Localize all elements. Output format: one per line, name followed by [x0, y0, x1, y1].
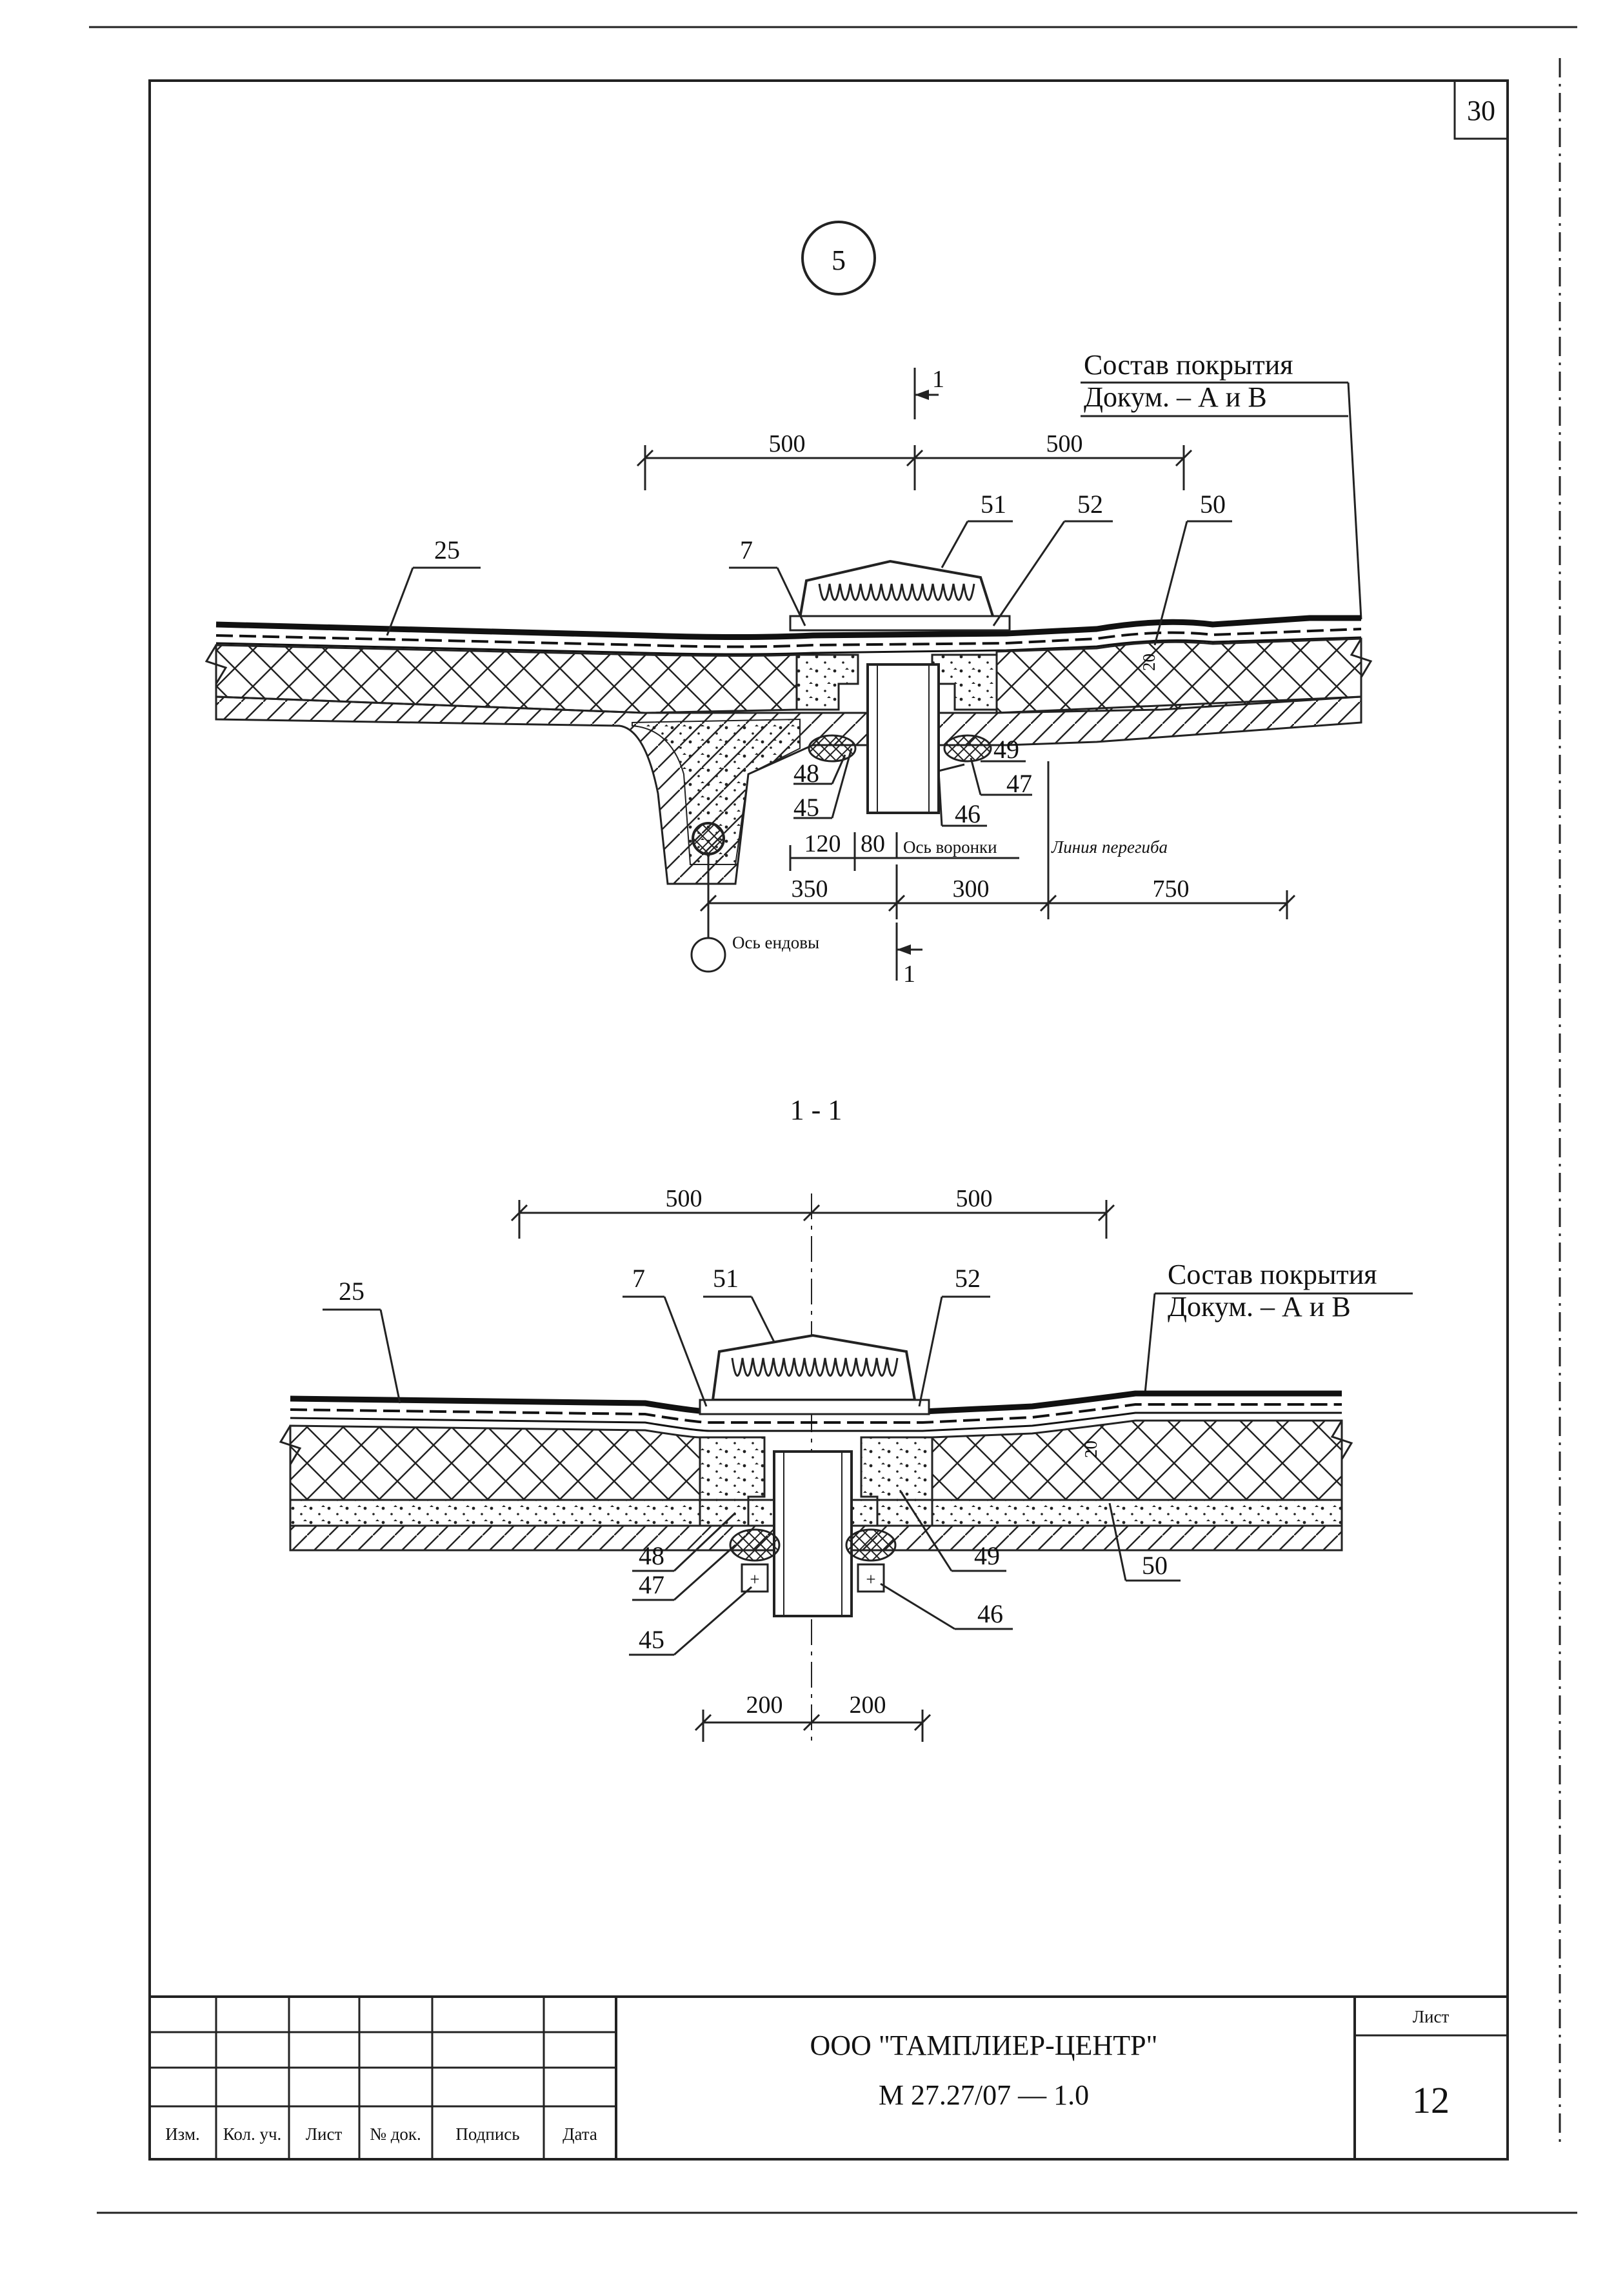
corner-number-box — [1453, 79, 1509, 140]
sheet-label: Лист — [1413, 2007, 1450, 2026]
funnel-pipe — [866, 663, 940, 814]
dim-300: 300 — [953, 875, 990, 903]
section-title: 1 - 1 — [790, 1094, 842, 1126]
sheet-number: 12 — [1412, 2079, 1450, 2121]
valley-axis-marker — [690, 937, 726, 973]
col-podpis: Подпись — [455, 2124, 519, 2144]
callout-49-top: 49 — [993, 735, 1019, 764]
callout-7-sec: 7 — [632, 1264, 645, 1293]
callout-46-top: 46 — [955, 799, 981, 828]
callout-50-top: 50 — [1200, 490, 1226, 519]
membrane-layer-top — [215, 615, 1361, 640]
col-kol-uch: Кол. уч. — [223, 2124, 282, 2144]
callout-47-top: 47 — [1006, 769, 1032, 798]
callout-45-top: 45 — [793, 793, 819, 822]
callout-47-sec: 47 — [639, 1570, 664, 1599]
callout-52-top: 52 — [1077, 490, 1103, 519]
callout-51-sec: 51 — [713, 1264, 739, 1293]
dim-500-left-sec: 500 — [666, 1185, 703, 1212]
composition-label-sec-1: Состав покрытия — [1168, 1259, 1377, 1290]
section-1-1-drawing: 500 500 Состав покрытия Докум. – А и В — [279, 1185, 1413, 1742]
dim-500-right-top: 500 — [1046, 430, 1083, 457]
composition-label-sec-2: Докум. – А и В — [1168, 1291, 1351, 1323]
corner-number: 30 — [1467, 95, 1495, 126]
dim-20-top: 20 — [1139, 654, 1159, 671]
callout-46-sec: 46 — [977, 1599, 1003, 1628]
insulation-right-sec — [931, 1419, 1343, 1501]
composition-label-top-2: Докум. – А и В — [1084, 381, 1267, 413]
detail-marker-circle — [801, 221, 876, 295]
callout-52-sec: 52 — [955, 1264, 981, 1293]
section-mark-bottom: 1 — [903, 961, 915, 988]
detail-5-drawing: Состав покрытия Докум. – А и В 1 500 500 — [204, 349, 1373, 988]
bend-line-label: Линия перегиба — [1051, 837, 1168, 857]
col-no-dok: № док. — [370, 2124, 421, 2144]
dim-120: 120 — [804, 830, 841, 857]
org-name: ООО "ТАМПЛИЕР-ЦЕНТР" — [810, 2030, 1158, 2061]
dim-200-right: 200 — [850, 1692, 886, 1719]
svg-text:+: + — [750, 1570, 759, 1589]
callout-51-top: 51 — [981, 490, 1006, 519]
dim-750: 750 — [1153, 875, 1190, 903]
axis-funnel-label: Ось воронки — [903, 837, 997, 857]
callout-45-sec: 45 — [639, 1625, 664, 1654]
valley-axis-label: Ось ендовы — [732, 933, 819, 952]
dim-80: 80 — [861, 830, 885, 857]
callout-48-sec: 48 — [639, 1541, 664, 1570]
dim-350: 350 — [792, 875, 828, 903]
insulation-left-sec — [289, 1424, 701, 1501]
callout-48-top: 48 — [793, 759, 819, 788]
composition-leader-top — [1347, 382, 1362, 620]
callout-25-sec: 25 — [339, 1277, 364, 1306]
col-izm: Изм. — [165, 2124, 200, 2144]
col-list: Лист — [306, 2124, 343, 2144]
title-block: Изм. Кол. уч. Лист № док. Подпись Дата О… — [148, 1995, 1509, 2161]
dim-500-left-top: 500 — [769, 430, 806, 457]
doc-code: М 27.27/07 — 1.0 — [879, 2079, 1089, 2111]
callout-7-top: 7 — [740, 535, 753, 564]
callout-25-top: 25 — [434, 535, 460, 564]
dim-20-sec: 20 — [1081, 1441, 1101, 1458]
detail-marker-number: 5 — [832, 245, 846, 276]
callout-49-sec: 49 — [974, 1541, 1000, 1570]
composition-label-top-1: Состав покрытия — [1084, 349, 1293, 381]
col-data: Дата — [563, 2124, 597, 2144]
sealing-cord — [692, 822, 725, 855]
dim-200-left: 200 — [746, 1692, 783, 1719]
callout-50-sec: 50 — [1142, 1551, 1168, 1580]
funnel-pipe-sec — [773, 1450, 853, 1617]
svg-text:+: + — [866, 1570, 875, 1589]
section-mark-top: 1 — [932, 366, 944, 393]
dim-500-right-sec: 500 — [956, 1185, 993, 1212]
